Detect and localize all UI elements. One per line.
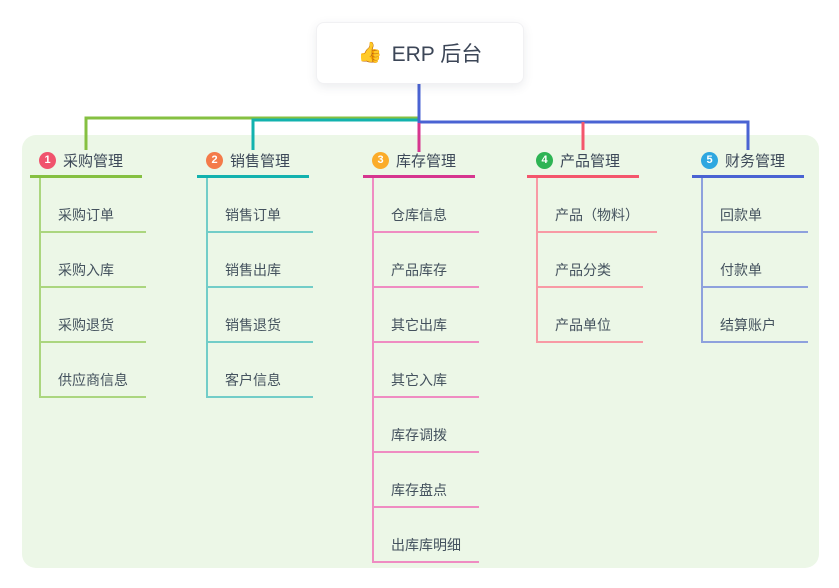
root-label: ERP 后台 [391, 43, 483, 66]
branch-title[interactable]: 1 采购管理 [30, 145, 142, 178]
branch-items: 回款单付款单结算账户 [701, 178, 808, 343]
node-item[interactable]: 库存调拨 [374, 398, 479, 453]
branch-title[interactable]: 3 库存管理 [363, 145, 475, 178]
number-badge-icon: 5 [701, 151, 718, 169]
branch-label: 采购管理 [63, 152, 124, 170]
node-item[interactable]: 产品（物料） [538, 178, 657, 233]
root-node[interactable]: 👍 ERP 后台 [316, 22, 524, 84]
node-item[interactable]: 销售订单 [208, 178, 313, 233]
branch-title[interactable]: 4 产品管理 [527, 145, 639, 178]
branch-1: 1 采购管理采购订单采购入库采购退货供应商信息 [30, 145, 146, 398]
branch-label: 产品管理 [560, 152, 621, 170]
node-item[interactable]: 付款单 [703, 233, 808, 288]
branch-title[interactable]: 2 销售管理 [197, 145, 309, 178]
node-item[interactable]: 库存盘点 [374, 453, 479, 508]
branches-panel [22, 135, 819, 568]
node-item[interactable]: 销售退货 [208, 288, 313, 343]
number-badge-icon: 3 [372, 151, 389, 169]
branch-items: 产品（物料）产品分类产品单位 [536, 178, 657, 343]
node-item[interactable]: 结算账户 [703, 288, 808, 343]
node-item[interactable]: 销售出库 [208, 233, 313, 288]
node-item[interactable]: 出库库明细 [374, 508, 479, 563]
number-badge-icon: 4 [536, 151, 553, 169]
branch-label: 财务管理 [725, 152, 786, 170]
node-item[interactable]: 采购退货 [41, 288, 146, 343]
branch-3: 3 库存管理仓库信息产品库存其它出库其它入库库存调拨库存盘点出库库明细 [363, 145, 479, 563]
thumbs-up-icon: 👍 [357, 42, 383, 64]
node-item[interactable]: 采购订单 [41, 178, 146, 233]
node-item[interactable]: 产品单位 [538, 288, 643, 343]
node-item[interactable]: 采购入库 [41, 233, 146, 288]
branch-items: 仓库信息产品库存其它出库其它入库库存调拨库存盘点出库库明细 [372, 178, 479, 563]
branch-4: 4 产品管理产品（物料）产品分类产品单位 [527, 145, 657, 343]
branch-items: 采购订单采购入库采购退货供应商信息 [39, 178, 146, 398]
node-item[interactable]: 仓库信息 [374, 178, 479, 233]
node-item[interactable]: 客户信息 [208, 343, 313, 398]
branch-label: 销售管理 [230, 152, 291, 170]
node-item[interactable]: 其它出库 [374, 288, 479, 343]
node-item[interactable]: 供应商信息 [41, 343, 146, 398]
branch-label: 库存管理 [396, 152, 457, 170]
branch-2: 2 销售管理销售订单销售出库销售退货客户信息 [197, 145, 313, 398]
branch-5: 5 财务管理回款单付款单结算账户 [692, 145, 808, 343]
branch-items: 销售订单销售出库销售退货客户信息 [206, 178, 313, 398]
node-item[interactable]: 回款单 [703, 178, 808, 233]
node-item[interactable]: 产品分类 [538, 233, 643, 288]
node-item[interactable]: 其它入库 [374, 343, 479, 398]
node-item[interactable]: 产品库存 [374, 233, 479, 288]
branch-title[interactable]: 5 财务管理 [692, 145, 804, 178]
number-badge-icon: 1 [39, 151, 56, 169]
number-badge-icon: 2 [206, 151, 223, 169]
